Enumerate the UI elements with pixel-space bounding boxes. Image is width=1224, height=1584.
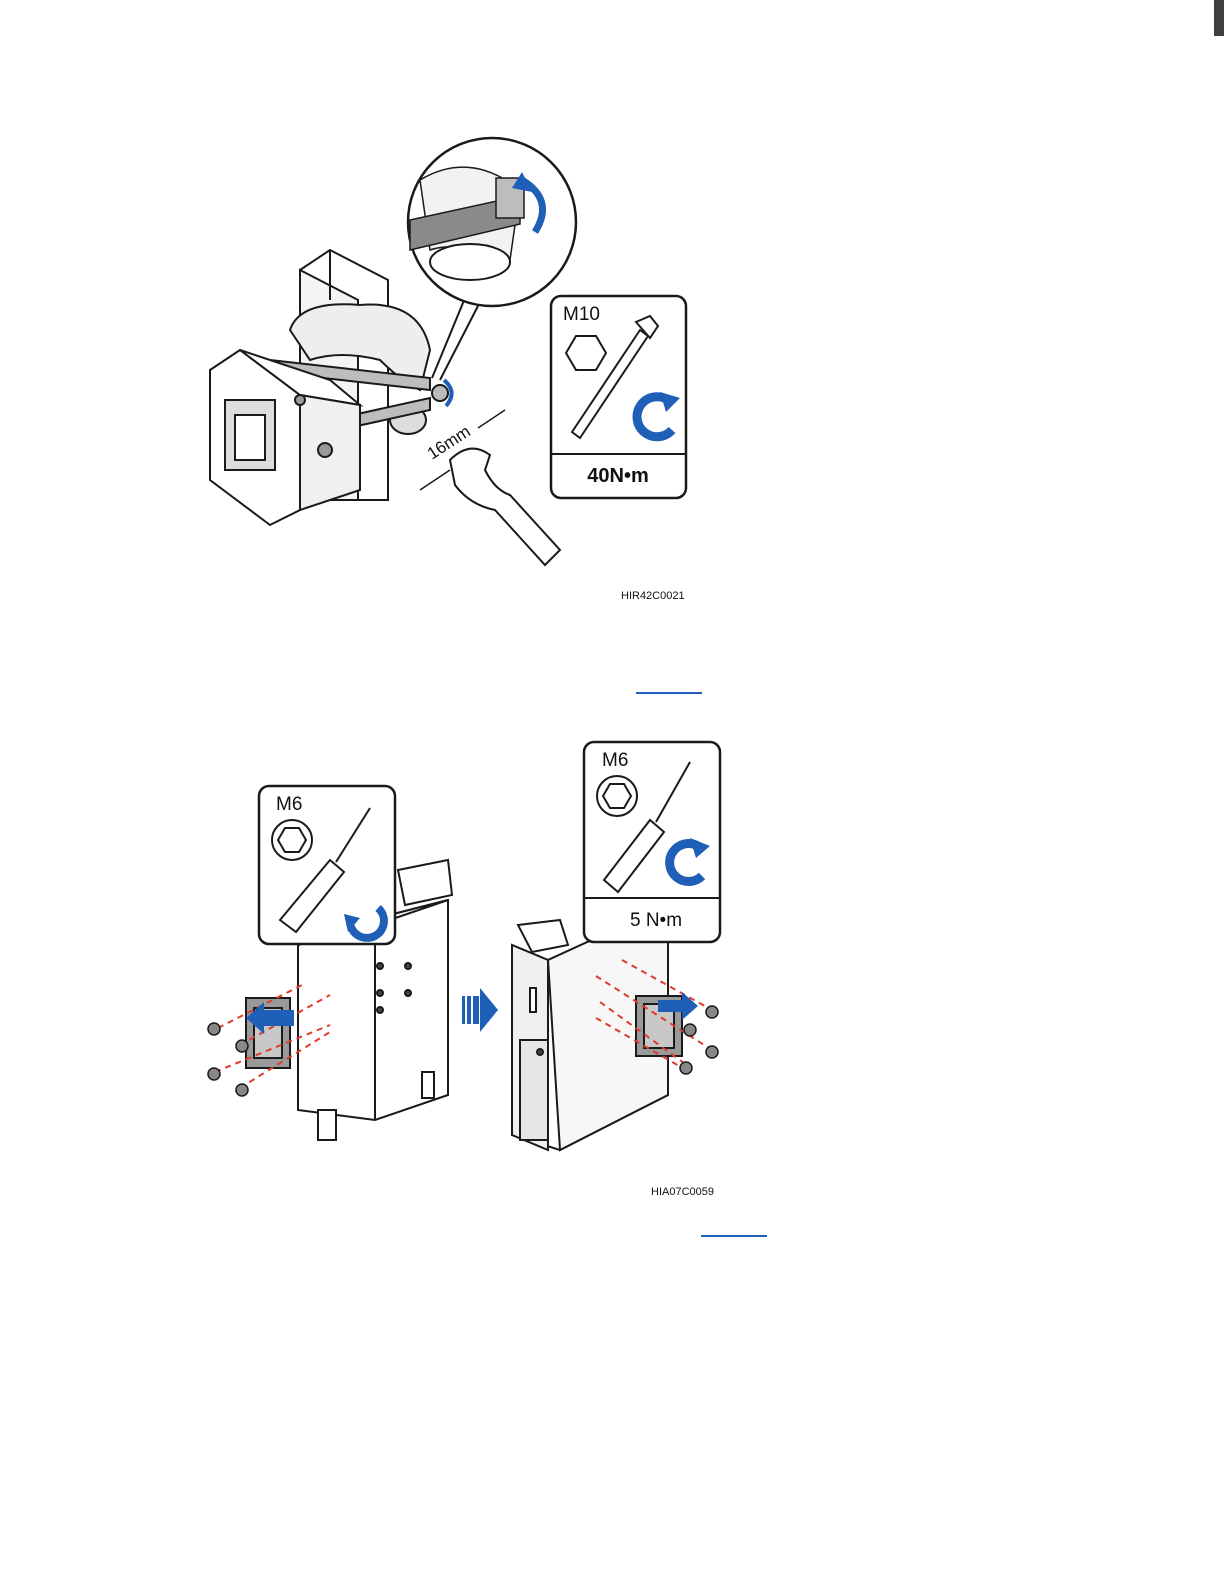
screw-size-right: M6 <box>602 750 628 771</box>
cross-reference-link[interactable] <box>701 1235 767 1237</box>
spec-box-right: M6 5 N•m <box>584 742 720 942</box>
nut <box>432 385 448 401</box>
open-wrench-icon <box>450 449 560 565</box>
spec-box-m10: M10 40N•m <box>551 296 686 498</box>
bolt-size-label: M10 <box>563 304 600 325</box>
arrow-right-icon <box>462 988 498 1032</box>
magnifier-detail <box>408 138 576 306</box>
figure-id: HIR42C0021 <box>621 590 685 602</box>
spec-box-left: M6 <box>259 786 395 944</box>
hexagon-icon <box>566 336 606 370</box>
screw-size-left: M6 <box>276 794 302 815</box>
hexagon-icon <box>603 784 631 808</box>
magnifier-pointer <box>432 298 480 380</box>
mounting-plate-left <box>246 998 290 1068</box>
figure-pole-mount: 16mm M10 40N•m HIR42C0021 <box>0 0 1224 640</box>
torque-value: 5 N•m <box>630 910 682 931</box>
figure-bracket-swap: M6 <box>0 720 1224 1280</box>
cross-reference-link[interactable] <box>636 692 702 694</box>
figure-id: HIA07C0059 <box>651 1186 714 1198</box>
hexagon-icon <box>278 828 306 852</box>
torque-value: 40N•m <box>587 465 648 487</box>
screws-left <box>208 1023 248 1096</box>
